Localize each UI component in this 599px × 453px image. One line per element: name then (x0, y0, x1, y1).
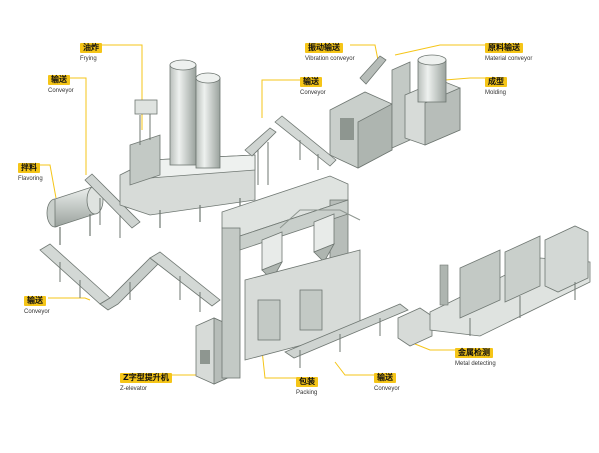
label-conveyor-left: 输送 Conveyor (24, 291, 50, 315)
label-molding-zh: 成型 (485, 77, 507, 87)
label-packing-zh: 包装 (296, 377, 318, 387)
label-molding: 成型 Molding (485, 72, 507, 96)
label-conveyor-top-zh: 输送 (48, 75, 70, 85)
label-conveyor-left-en: Conveyor (24, 309, 50, 315)
label-material-en: Material conveyor (485, 56, 533, 62)
label-material-zh: 原料输送 (485, 43, 523, 53)
metal-detecting-line (397, 225, 591, 347)
label-conveyor-mid: 输送 Conveyor (300, 72, 326, 96)
label-z-elevator-zh: Z字型提升机 (120, 373, 172, 383)
molding-machine (391, 54, 461, 149)
label-z-elevator: Z字型提升机 Z-elevator (120, 368, 172, 392)
label-molding-en: Molding (485, 90, 507, 96)
label-conveyor-bottom-en: Conveyor (374, 386, 400, 392)
label-packing: 包装 Packing (296, 372, 318, 396)
bottom-conveyor (284, 303, 409, 368)
label-conveyor-mid-zh: 输送 (300, 77, 322, 87)
label-frying: 油炸 Frying (80, 38, 102, 62)
flavoring-drum (46, 185, 104, 245)
incline-conveyor-top (244, 127, 277, 185)
label-frying-zh: 油炸 (80, 43, 102, 53)
label-vibration-zh: 振动输送 (305, 43, 343, 53)
label-vibration-en: Vibration conveyor (305, 56, 355, 62)
conveyor-lower-left (39, 243, 221, 312)
label-packing-en: Packing (296, 390, 318, 396)
frying-machine (119, 59, 256, 228)
label-conveyor-top: 输送 Conveyor (48, 70, 74, 94)
label-z-elevator-en: Z-elevator (120, 386, 148, 392)
label-conveyor-bottom-zh: 输送 (374, 373, 396, 383)
label-flavoring-zh: 拌料 (18, 163, 40, 173)
label-conveyor-bottom: 输送 Conveyor (374, 368, 400, 392)
label-vibration-conveyor: 振动输送 Vibration conveyor (305, 38, 355, 62)
label-flavoring: 拌料 Flavoring (18, 158, 43, 182)
label-flavoring-en: Flavoring (18, 176, 43, 182)
label-metal-zh: 金属检测 (455, 348, 493, 358)
label-frying-en: Frying (80, 56, 97, 62)
label-conveyor-mid-en: Conveyor (300, 90, 326, 96)
label-metal-detecting: 金属检测 Metal detecting (455, 343, 496, 367)
label-conveyor-left-zh: 输送 (24, 296, 46, 306)
vibration-conveyor (329, 55, 393, 169)
packing-tower (221, 175, 361, 379)
label-metal-en: Metal detecting (455, 361, 496, 367)
incline-conveyor-left (84, 173, 141, 238)
label-material-conveyor: 原料输送 Material conveyor (485, 38, 532, 62)
conveyor-to-molding (274, 115, 337, 170)
label-conveyor-top-en: Conveyor (48, 88, 74, 94)
